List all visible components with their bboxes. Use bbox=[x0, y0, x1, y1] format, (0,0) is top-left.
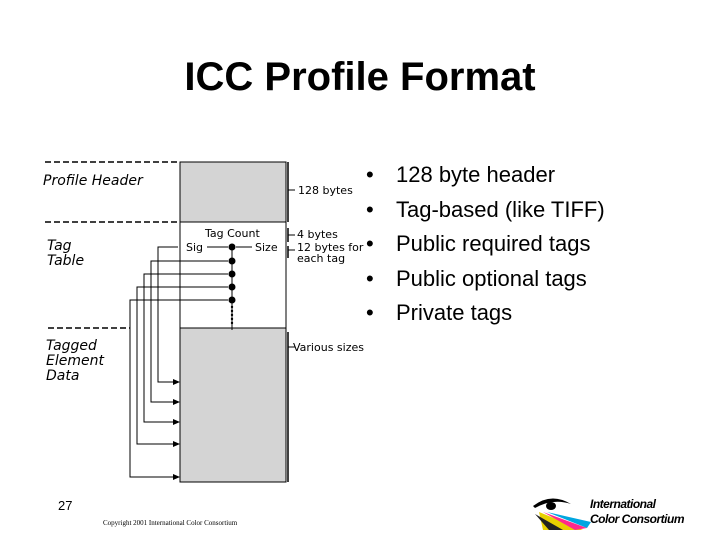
tag-entry-dot bbox=[228, 257, 236, 265]
tag-table-label: Tag Table bbox=[47, 238, 85, 269]
tag-entry-dot bbox=[228, 243, 236, 251]
copyright-notice: Copyright 2001 International Color Conso… bbox=[103, 519, 238, 527]
tag-entry-dot bbox=[228, 296, 236, 304]
tag-entry-dot bbox=[228, 283, 236, 291]
bullet-item: •Public optional tags bbox=[366, 265, 587, 291]
bullet-item: •Private tags bbox=[366, 300, 513, 325]
slide-title: ICC Profile Format bbox=[184, 55, 536, 99]
tag-entry-dot bbox=[228, 270, 236, 278]
feature-bullet-list: •128 byte header •Tag-based (like TIFF) … bbox=[366, 160, 605, 333]
profile-header-label: Profile Header bbox=[43, 173, 143, 189]
icc-eye-logo-icon bbox=[533, 498, 591, 530]
tag-count-size-annotation: 4 bytes bbox=[297, 228, 338, 241]
size-label: Size bbox=[255, 241, 278, 254]
bullet-item: •Tag-based (like TIFF) bbox=[366, 196, 605, 222]
header-size-annotation: 128 bytes bbox=[298, 184, 353, 197]
data-size-annotation: Various sizes bbox=[293, 341, 364, 354]
sig-label: Sig bbox=[186, 241, 204, 254]
tag-entry-size-annotation-line2: each tag bbox=[297, 252, 346, 265]
tag-count-label: Tag Count bbox=[205, 227, 260, 240]
bullet-item: •128 byte header bbox=[366, 162, 556, 187]
icc-logo-text: International Color Consortium bbox=[590, 497, 685, 526]
tagged-element-data-label: Tagged Element Data bbox=[46, 338, 104, 384]
data-block bbox=[179, 327, 287, 483]
bullet-item: •Public required tags bbox=[366, 231, 591, 256]
page-number: 27 bbox=[58, 498, 73, 513]
header-block bbox=[179, 161, 287, 223]
tag-entry-size-annotation: 12 bytes for bbox=[297, 241, 364, 254]
